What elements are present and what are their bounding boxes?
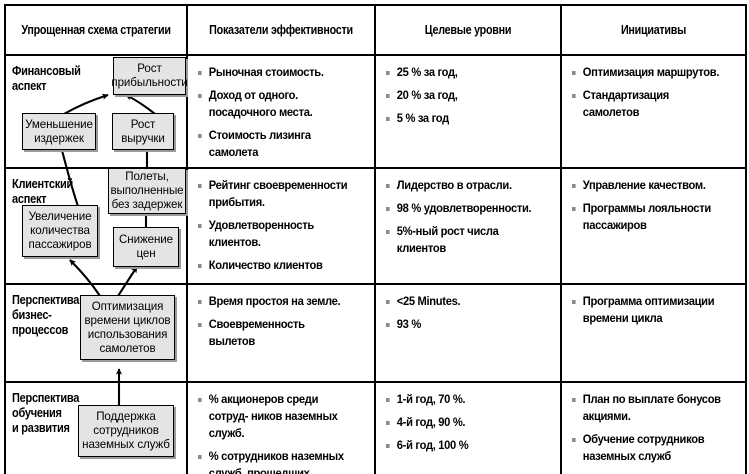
measures-cell-customer: Рейтинг своевременности прибытия. Удовле… <box>186 167 376 285</box>
list-item: Лидерство в отрасли. <box>386 177 537 194</box>
strategy-node-ontime-flights[interactable]: Полеты, выполненные без задержек <box>108 168 186 214</box>
list-item: % сотрудников наземных служб, прошедших … <box>198 448 351 474</box>
list-item: Рейтинг своевременности прибытия. <box>198 177 351 211</box>
header-cell-targets: Целевые уровни <box>374 4 562 56</box>
list-item: 93 % <box>386 316 537 333</box>
measures-list-customer: Рейтинг своевременности прибытия. Удовле… <box>188 169 374 274</box>
strategy-node-ground-crew-support[interactable]: Поддержка сотрудников наземных служб <box>78 405 174 457</box>
header-label-measures: Показатели эффективности <box>209 23 353 37</box>
targets-list-financial: 25 % за год, 20 % за год, 5 % за год <box>376 56 560 127</box>
list-item: 1-й год, 70 %. <box>386 391 537 408</box>
strategy-node-passenger-growth[interactable]: Увеличение количества пассажиров <box>22 205 98 257</box>
balanced-scorecard-table: Упрощенная схема стратегии Показатели эф… <box>4 4 747 474</box>
list-item: Управление качеством. <box>572 177 722 194</box>
list-item: <25 Minutes. <box>386 293 537 310</box>
perspective-label-learning: Перспектива обучения и развития <box>12 391 80 435</box>
list-item: Своевременность вылетов <box>198 316 351 350</box>
strategy-node-revenue[interactable]: Рост выручки <box>112 113 174 150</box>
list-item: 5 % за год <box>386 110 537 127</box>
list-item: 25 % за год, <box>386 64 537 81</box>
measures-cell-financial: Рыночная стоимость. Доход от одного. пос… <box>186 54 376 169</box>
targets-list-process: <25 Minutes. 93 % <box>376 285 560 333</box>
targets-list-learning: 1-й год, 70 %. 4-й год, 90 %. 6-й год, 1… <box>376 383 560 454</box>
list-item: План по выплате бонусов акциями. <box>572 391 722 425</box>
list-item: 6-й год, 100 % <box>386 437 537 454</box>
table-row: Перспектива бизнес- процессов Время прос… <box>4 283 747 383</box>
list-item: Оптимизация маршрутов. <box>572 64 722 81</box>
targets-cell-process: <25 Minutes. 93 % <box>374 283 562 383</box>
measures-cell-process: Время простоя на земле. Своевременность … <box>186 283 376 383</box>
initiatives-list-customer: Управление качеством. Программы лояльнос… <box>562 169 745 234</box>
table-row: Клиентский аспект Рейтинг своевременност… <box>4 167 747 285</box>
header-cell-measures: Показатели эффективности <box>186 4 376 56</box>
header-cell-strategy-map: Упрощенная схема стратегии <box>4 4 188 56</box>
targets-cell-financial: 25 % за год, 20 % за год, 5 % за год <box>374 54 562 169</box>
list-item: Стандартизация самолетов <box>572 87 722 121</box>
list-item: Количество клиентов <box>198 257 351 274</box>
measures-cell-learning: % акционеров среди сотруд- ников наземны… <box>186 381 376 474</box>
header-cell-initiatives: Инициативы <box>560 4 747 56</box>
strategy-node-profit[interactable]: Рост прибыльности <box>111 57 188 95</box>
header-label-initiatives: Инициативы <box>620 23 687 37</box>
perspective-label-process: Перспектива бизнес- процессов <box>12 293 80 337</box>
list-item: Время простоя на земле. <box>198 293 351 310</box>
header-label-targets: Целевые уровни <box>424 23 512 37</box>
header-label-strategy-map: Упрощенная схема стратегии <box>21 23 171 37</box>
list-item: 98 % удовлетворенности. <box>386 200 537 217</box>
list-item: Рыночная стоимость. <box>198 64 351 81</box>
perspective-label-customer: Клиентский аспект <box>12 177 73 206</box>
table-header-row: Упрощенная схема стратегии Показатели эф… <box>4 4 747 56</box>
list-item: Программы лояльности пассажиров <box>572 200 722 234</box>
initiatives-cell-customer: Управление качеством. Программы лояльнос… <box>560 167 747 285</box>
list-item: Обучение сотрудников наземных служб <box>572 431 722 465</box>
targets-cell-learning: 1-й год, 70 %. 4-й год, 90 %. 6-й год, 1… <box>374 381 562 474</box>
list-item: Стоимость лизинга самолета <box>198 127 351 161</box>
measures-list-process: Время простоя на земле. Своевременность … <box>188 285 374 350</box>
measures-list-financial: Рыночная стоимость. Доход от одного. пос… <box>188 56 374 161</box>
list-item: % акционеров среди сотруд- ников наземны… <box>198 391 351 442</box>
targets-cell-customer: Лидерство в отрасли. 98 % удовлетворенно… <box>374 167 562 285</box>
measures-list-learning: % акционеров среди сотруд- ников наземны… <box>188 383 374 474</box>
initiatives-list-process: Программа оптимизации времени цикла <box>562 285 745 327</box>
strategy-node-turnaround-optimization[interactable]: Оптимизация времени циклов использования… <box>80 295 175 360</box>
list-item: 20 % за год, <box>386 87 537 104</box>
perspective-label-financial: Финансовый аспект <box>12 64 81 93</box>
strategy-node-cost[interactable]: Уменьшение издержек <box>22 113 96 150</box>
list-item: Программа оптимизации времени цикла <box>572 293 722 327</box>
initiatives-cell-learning: План по выплате бонусов акциями. Обучени… <box>560 381 747 474</box>
targets-list-customer: Лидерство в отрасли. 98 % удовлетворенно… <box>376 169 560 257</box>
list-item: Доход от одного. посадочного места. <box>198 87 351 121</box>
initiatives-list-learning: План по выплате бонусов акциями. Обучени… <box>562 383 745 465</box>
list-item: 4-й год, 90 %. <box>386 414 537 431</box>
strategy-node-price-reduction[interactable]: Снижение цен <box>113 227 179 267</box>
list-item: Удовлетворенность клиентов. <box>198 217 351 251</box>
initiatives-cell-process: Программа оптимизации времени цикла <box>560 283 747 383</box>
initiatives-cell-financial: Оптимизация маршрутов. Стандартизация са… <box>560 54 747 169</box>
list-item: 5%-ный рост числа клиентов <box>386 223 537 257</box>
initiatives-list-financial: Оптимизация маршрутов. Стандартизация са… <box>562 56 745 121</box>
